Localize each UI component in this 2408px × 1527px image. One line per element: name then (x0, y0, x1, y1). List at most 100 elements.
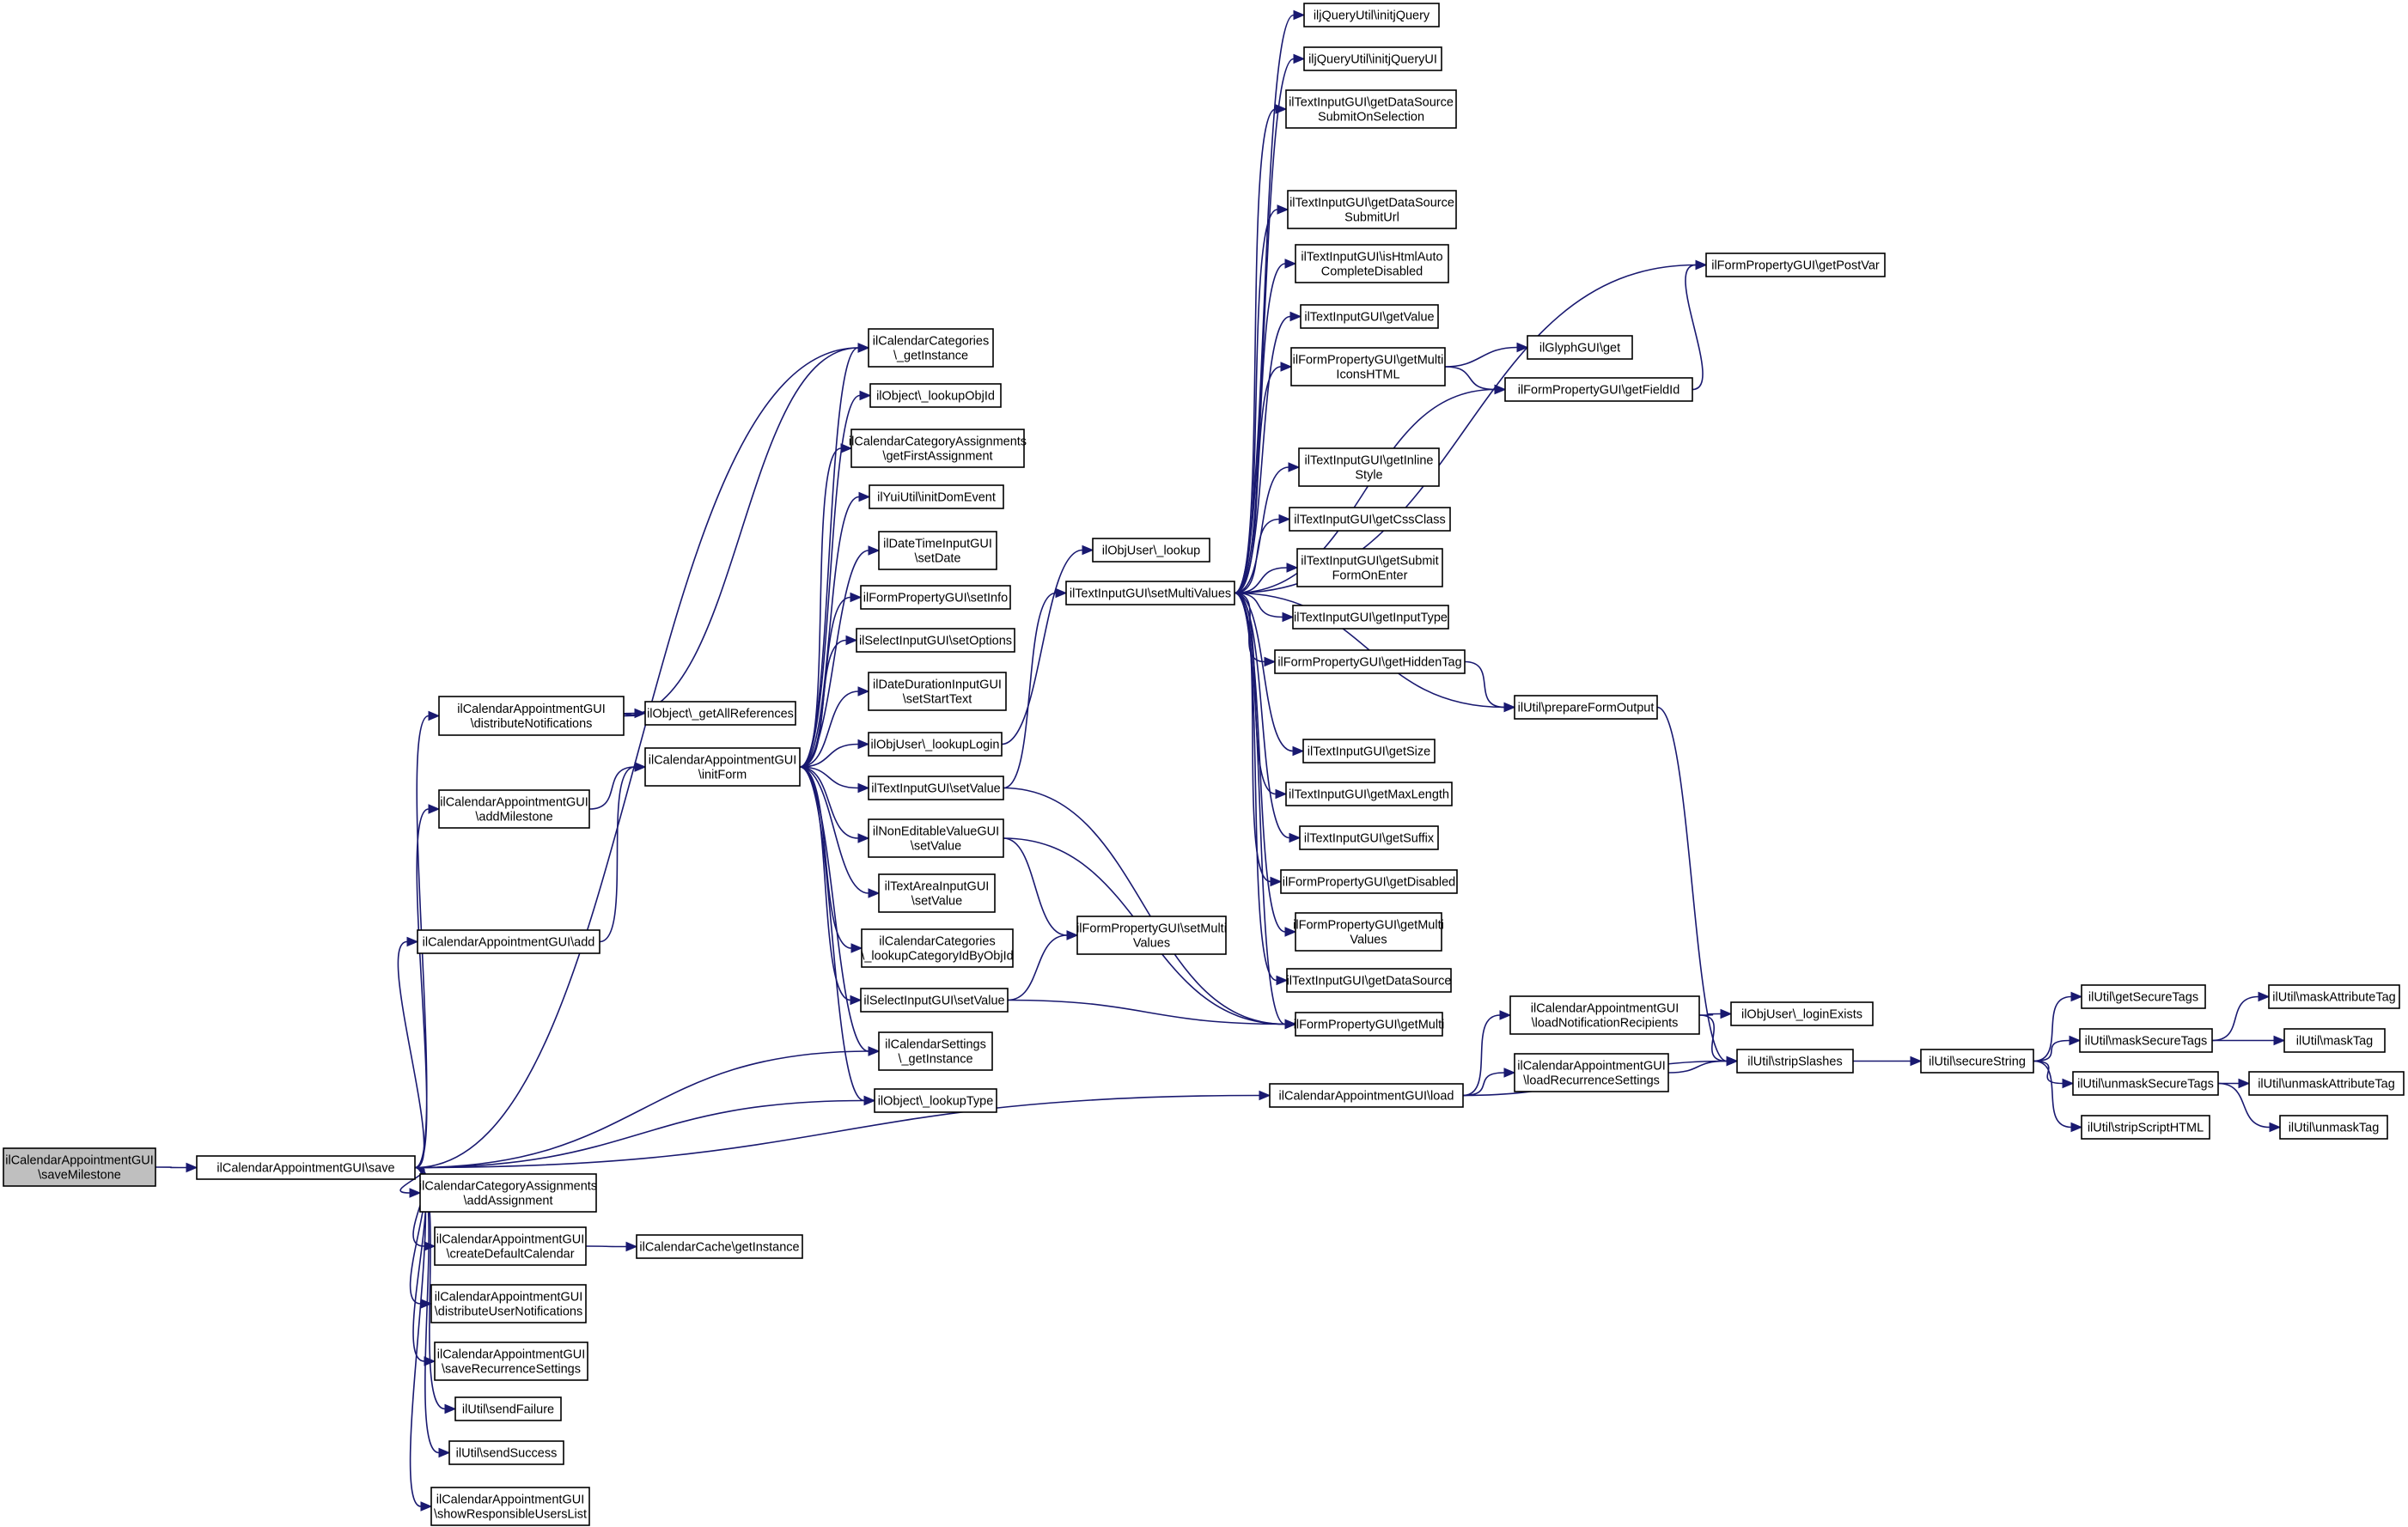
node-ilutil-stripslashes[interactable]: ilUtil\stripSlashes (1736, 1049, 1854, 1074)
node-box (1295, 244, 1449, 283)
edge-arrowhead (424, 1241, 436, 1251)
node-label-line: ilCalendarAppointmentGUI (1517, 1060, 1665, 1074)
node-iltextinputgui-getsuffix[interactable]: ilTextInputGUI\getSuffix (1299, 825, 1439, 850)
node-ilutil-sendfailure[interactable]: ilUtil\sendFailure (454, 1396, 562, 1421)
node-ilcalendarappointmentgui-loadnotificationrecipients[interactable]: ilCalendarAppointmentGUI\loadNotificatio… (1509, 995, 1700, 1035)
node-ilobjuser-lookup[interactable]: ilObjUser\_lookup (1092, 538, 1210, 563)
node-iltextinputgui-getdatasourcesubmitonselection[interactable]: ilTextInputGUI\getDataSourceSubmitOnSele… (1285, 89, 1457, 129)
node-ilcalendarcategoryassignments-getfirstassignment[interactable]: ilCalendarCategoryAssignments\getFirstAs… (849, 429, 1027, 468)
node-iltextareainputgui-setvalue[interactable]: ilTextAreaInputGUI\setValue (878, 873, 996, 913)
node-ilobjuser-loginexists[interactable]: ilObjUser\_loginExists (1730, 1001, 1874, 1026)
node-label-line: \initForm (698, 769, 747, 782)
node-ilcalendarappointmentgui-save[interactable]: ilCalendarAppointmentGUI\save (196, 1155, 416, 1180)
node-iltextinputgui-ishtmlautocompletedisabled[interactable]: ilTextInputGUI\isHtmlAutoCompleteDisable… (1295, 244, 1449, 283)
node-ilutil-securestring[interactable]: ilUtil\secureString (1920, 1049, 2034, 1074)
edge-arrowhead (850, 995, 863, 1006)
edge-n13-n29 (799, 766, 881, 1056)
node-ilcalendarappointmentgui-load[interactable]: ilCalendarAppointmentGUI\load (1269, 1083, 1464, 1108)
edge-line (1007, 934, 1068, 1001)
node-ilobject-lookuptype[interactable]: ilObject\_lookupType (874, 1088, 997, 1113)
node-ilutil-sendsuccess[interactable]: ilUtil\sendSuccess (448, 1440, 564, 1465)
node-label-line: \distributeUserNotifications (435, 1305, 582, 1319)
node-label-line: ilCalendarAppointmentGUI (437, 1348, 585, 1362)
node-ildatetimeinputgui-setdate[interactable]: ilDateTimeInputGUI\setDate (878, 531, 997, 570)
node-ilutil-unmasksecuretags[interactable]: ilUtil\unmaskSecureTags (2072, 1071, 2219, 1096)
node-ilcalendarappointmentgui-savemilestone[interactable]: ilCalendarAppointmentGUI\saveMilestone (3, 1147, 156, 1187)
node-ilobject-lookupobjid[interactable]: ilObject\_lookupObjId (869, 383, 1002, 408)
node-ilcalendarappointmentgui-createdefaultcalendar[interactable]: ilCalendarAppointmentGUI\createDefaultCa… (434, 1226, 587, 1266)
node-ilcalendarappointmentgui-addmilestone[interactable]: ilCalendarAppointmentGUI\addMilestone (438, 789, 590, 829)
node-ilutil-maskattributetag[interactable]: ilUtil\maskAttributeTag (2268, 984, 2400, 1009)
node-label-line: ilCalendarAppointmentGUI\load (1279, 1090, 1454, 1104)
node-ilcalendarcache-getinstance[interactable]: ilCalendarCache\getInstance (636, 1234, 803, 1259)
node-label-line: iljQueryUtil\initjQueryUI (1308, 53, 1437, 67)
node-ilutil-prepareformoutput[interactable]: ilUtil\prepareFormOutput (1514, 695, 1658, 720)
node-box (1730, 1001, 1874, 1026)
node-ilformpropertygui-getfieldid[interactable]: ilFormPropertyGUI\getFieldId (1504, 377, 1693, 402)
edge-n1-n53 (414, 1090, 1271, 1169)
node-ilformpropertygui-getdisabled[interactable]: ilFormPropertyGUI\getDisabled (1280, 869, 1458, 894)
edge-n32-n50 (1234, 592, 1297, 937)
node-ilobjuser-lookuplogin[interactable]: ilObjUser\_lookupLogin (868, 732, 1003, 757)
node-iljqueryutil-initjqueryui[interactable]: iljQueryUtil\initjQueryUI (1303, 46, 1442, 71)
node-ilformpropertygui-getmulti[interactable]: ilFormPropertyGUI\getMulti (1294, 1012, 1445, 1037)
node-ilutil-unmasktag[interactable]: ilUtil\unmaskTag (2279, 1115, 2388, 1140)
node-iljqueryutil-initjquery[interactable]: iljQueryUtil\initjQuery (1303, 3, 1440, 27)
node-iltextinputgui-getinputtype[interactable]: ilTextInputGUI\getInputType (1292, 605, 1449, 630)
node-iltextinputgui-getcssclass[interactable]: ilTextInputGUI\getCssClass (1289, 507, 1451, 532)
node-ilcalendarappointmentgui-initform[interactable]: ilCalendarAppointmentGUI\initForm (644, 747, 801, 787)
node-ilcalendarappointmentgui-showresponsibleuserslist[interactable]: ilCalendarAppointmentGUI\showResponsible… (430, 1487, 590, 1526)
node-label-line: ilTextInputGUI\getDataSource (1287, 975, 1452, 989)
node-ilselectinputgui-setoptions[interactable]: ilSelectInputGUI\setOptions (856, 628, 1015, 653)
node-box (1269, 1083, 1464, 1108)
node-ilnoneditablevaluegui-setvalue[interactable]: ilNonEditableValueGUI\setValue (868, 818, 1004, 858)
node-iltextinputgui-getvalue[interactable]: ilTextInputGUI\getValue (1300, 304, 1439, 329)
edge-arrowhead (1720, 1008, 1733, 1019)
node-ilglyphgui-get[interactable]: ilGlyphGUI\get (1527, 335, 1633, 360)
node-ilcalendarappointmentgui-saverecurrencesettings[interactable]: ilCalendarAppointmentGUI\saveRecurrenceS… (434, 1341, 588, 1381)
node-ilcalendarcategories-lookupcategoryidbyobjid[interactable]: ilCalendarCategories\_lookupCategoryIdBy… (861, 928, 1014, 968)
node-label-line: \createDefaultCalendar (446, 1248, 574, 1262)
node-iltextinputgui-setvalue[interactable]: ilTextInputGUI\setValue (868, 776, 1004, 800)
node-ilcalendarappointmentgui-distributeusernotifications[interactable]: ilCalendarAppointmentGUI\distributeUserN… (430, 1284, 587, 1323)
node-ilyuiutil-initdomevent[interactable]: ilYuiUtil\initDomEvent (869, 484, 1004, 509)
node-iltextinputgui-getdatasource[interactable]: ilTextInputGUI\getDataSource (1286, 968, 1452, 993)
node-box (1289, 507, 1451, 532)
node-ilcalendarappointmentgui-loadrecurrencesettings[interactable]: ilCalendarAppointmentGUI\loadRecurrenceS… (1514, 1053, 1669, 1092)
node-ilformpropertygui-setmultivalues[interactable]: ilFormPropertyGUI\setMultiValues (1076, 916, 1227, 955)
node-ilutil-unmaskattributetag[interactable]: ilUtil\unmaskAttributeTag (2248, 1071, 2405, 1096)
node-label-line: ilTextInputGUI\setValue (871, 782, 1000, 796)
node-ilcalendarappointmentgui-distributenotifications[interactable]: ilCalendarAppointmentGUI\distributeNotif… (438, 696, 625, 736)
node-ilutil-getsecuretags[interactable]: ilUtil\getSecureTags (2081, 984, 2206, 1009)
edge-arrowhead (868, 888, 881, 898)
node-ilutil-stripscripthtml[interactable]: ilUtil\stripScriptHTML (2081, 1115, 2210, 1140)
node-ilcalendarcategoryassignments-addassignment[interactable]: ilCalendarCategoryAssignments\addAssignm… (419, 1173, 597, 1213)
edge-n2-n15 (623, 343, 870, 717)
node-ilselectinputgui-setvalue[interactable]: ilSelectInputGUI\setValue (860, 988, 1009, 1013)
node-iltextinputgui-getmaxlength[interactable]: ilTextInputGUI\getMaxLength (1285, 782, 1453, 806)
node-ilutil-masktag[interactable]: ilUtil\maskTag (2283, 1028, 2386, 1053)
edge-line (409, 1166, 427, 1507)
node-ilcalendarcategories-getinstance[interactable]: ilCalendarCategories\_getInstance (868, 328, 994, 368)
edge-arrowhead (840, 443, 853, 453)
node-ilobject-getallreferences[interactable]: ilObject\_getAllReferences (644, 701, 796, 726)
node-ilutil-masksecuretags[interactable]: ilUtil\maskSecureTags (2079, 1028, 2213, 1053)
node-iltextinputgui-setmultivalues[interactable]: ilTextInputGUI\setMultiValues (1065, 581, 1235, 605)
edge-n13-n26 (799, 766, 881, 898)
node-ilcalendarappointmentgui-add[interactable]: ilCalendarAppointmentGUI\add (417, 929, 600, 954)
node-ilformpropertygui-setinfo[interactable]: ilFormPropertyGUI\setInfo (860, 585, 1011, 610)
edge-line (1003, 592, 1057, 789)
node-label-line: ilTextInputGUI\isHtmlAuto (1301, 251, 1442, 265)
node-label-line: ilCalendarAppointmentGUI (436, 1233, 584, 1247)
node-ilcalendarsettings-getinstance[interactable]: ilCalendarSettings\_getInstance (878, 1031, 993, 1071)
node-ildatedurationinputgui-setstarttext[interactable]: ilDateDurationInputGUI\setStartText (868, 672, 1007, 711)
node-iltextinputgui-getsize[interactable]: ilTextInputGUI\getSize (1302, 739, 1436, 764)
edge-line (414, 1050, 869, 1169)
node-ilformpropertygui-getpostvar[interactable]: ilFormPropertyGUI\getPostVar (1705, 252, 1886, 277)
node-ilformpropertygui-gethiddentag[interactable]: ilFormPropertyGUI\getHiddenTag (1274, 649, 1466, 674)
